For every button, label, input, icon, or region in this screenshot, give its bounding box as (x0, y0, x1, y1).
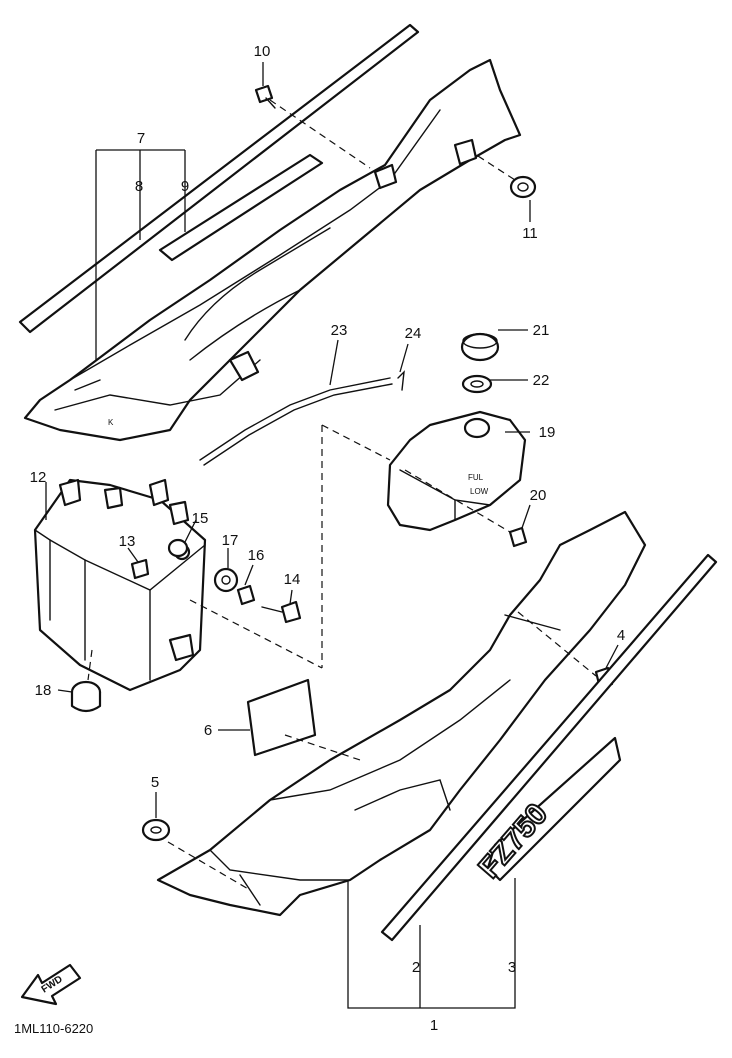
battery-box (33, 478, 207, 692)
callout-21: 21 (533, 322, 550, 339)
callout-7: 7 (137, 130, 145, 147)
upper-side-cover: K (18, 23, 522, 442)
callout-4: 4 (617, 627, 625, 644)
callout-8: 8 (135, 178, 143, 195)
callout-24: 24 (405, 325, 422, 342)
callout-22: 22 (533, 372, 550, 389)
callout-19: 19 (539, 424, 556, 441)
callout-2: 2 (412, 959, 420, 976)
label-plate (246, 678, 317, 757)
svg-text:FUL: FUL (468, 473, 484, 482)
callout-3: 3 (508, 959, 516, 976)
callout-17: 17 (222, 532, 239, 549)
callout-23: 23 (331, 322, 348, 339)
callout-14: 14 (284, 571, 301, 588)
callout-10: 10 (254, 43, 271, 60)
callout-1: 1 (430, 1017, 438, 1034)
callout-9: 9 (181, 178, 189, 195)
svg-text:FZ750: FZ750 (472, 797, 554, 884)
forward-direction-arrow: FWD (20, 963, 82, 1006)
callout-13: 13 (119, 533, 136, 550)
callout-12: 12 (30, 469, 47, 486)
callout-11: 11 (522, 225, 538, 242)
breather-hose (199, 377, 393, 466)
reservoir-tank: FUL LOW (386, 410, 527, 532)
callout-16: 16 (248, 547, 265, 564)
callout-15: 15 (192, 510, 209, 527)
callout-5: 5 (151, 774, 159, 791)
part-code: 1ML110-6220 (14, 1021, 93, 1036)
installation-lines (87, 99, 597, 891)
callout-labels: 7 8 9 10 11 12 13 14 15 16 17 18 19 20 2… (30, 43, 626, 1034)
svg-text:K: K (108, 418, 114, 427)
callout-6: 6 (204, 722, 212, 739)
svg-text:LOW: LOW (470, 487, 489, 496)
small-hardware (70, 84, 614, 842)
leader-lines (45, 62, 619, 1009)
lower-side-cover: FZ750 (156, 510, 718, 942)
callout-20: 20 (530, 487, 547, 504)
callout-18: 18 (35, 682, 52, 699)
